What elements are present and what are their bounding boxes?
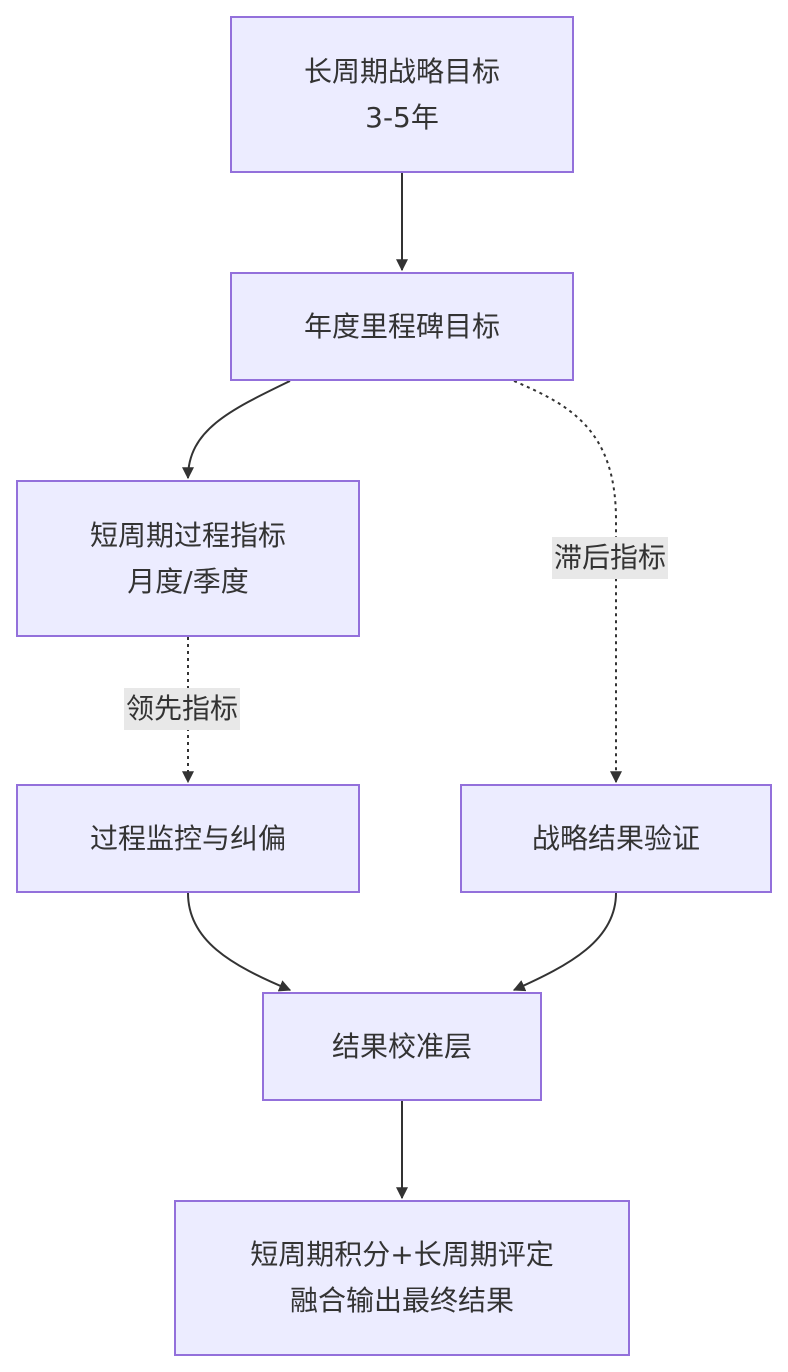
node-long-term-goal: 长周期战略目标 3-5年 [230, 16, 574, 173]
edge-validation-to-calibration [512, 892, 617, 992]
edge-label-lagging-indicator: 滞后指标 [552, 537, 669, 579]
node-final-output-line2: 融合输出最终结果 [289, 1284, 514, 1317]
node-process-monitoring: 过程监控与纠偏 [16, 784, 360, 893]
node-short-term-metrics-line2: 月度/季度 [127, 564, 249, 598]
edge-milestone-to-validation [513, 380, 622, 784]
node-long-term-goal-line1: 长周期战略目标 [303, 54, 500, 88]
node-annual-milestone: 年度里程碑目标 [230, 272, 574, 381]
edge-milestone-to-short-metrics [182, 380, 291, 480]
node-final-output-line1: 短周期积分+长周期评定 [250, 1238, 554, 1271]
node-annual-milestone-label: 年度里程碑目标 [303, 309, 500, 343]
node-process-monitoring-label: 过程监控与纠偏 [89, 821, 286, 855]
edge-label-leading-indicator: 领先指标 [124, 688, 241, 730]
node-short-term-metrics-line1: 短周期过程指标 [89, 518, 286, 552]
node-strategy-validation-label: 战略结果验证 [531, 821, 700, 855]
node-short-term-metrics: 短周期过程指标 月度/季度 [16, 480, 360, 637]
node-calibration-layer: 结果校准层 [262, 992, 542, 1101]
node-final-output: 短周期积分+长周期评定 融合输出最终结果 [174, 1200, 630, 1356]
node-calibration-layer-label: 结果校准层 [331, 1029, 472, 1063]
node-long-term-goal-line2: 3-5年 [365, 100, 439, 134]
edge-monitoring-to-calibration [187, 892, 292, 992]
node-strategy-validation: 战略结果验证 [460, 784, 772, 893]
